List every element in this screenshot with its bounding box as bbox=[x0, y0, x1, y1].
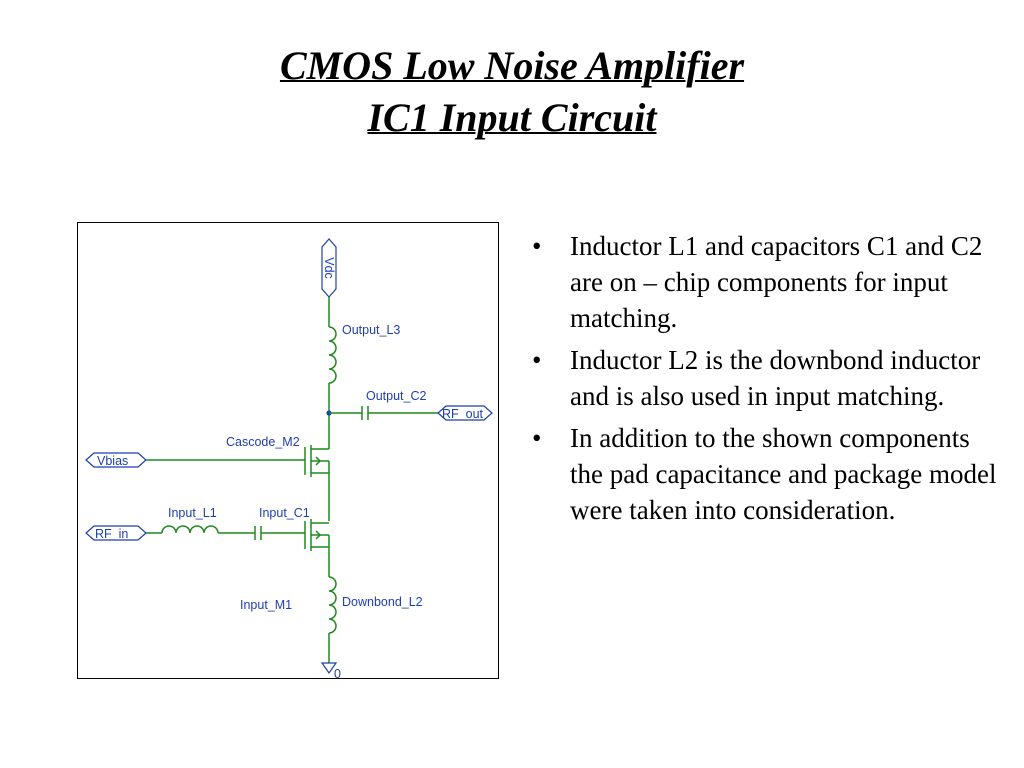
schematic-svg: Vdc Output_L3 Output_C2 RF_out bbox=[85, 238, 493, 680]
vbias-port-label: Vbias bbox=[97, 454, 128, 468]
bullet-mark: • bbox=[532, 345, 542, 375]
vdc-port: Vdc bbox=[321, 238, 337, 298]
bullet-item: • Inductor L1 and capacitors C1 and C2 a… bbox=[528, 228, 998, 336]
rf-out-port-label: RF_out bbox=[442, 407, 484, 421]
cascode-m2-label: Cascode_M2 bbox=[226, 435, 300, 449]
output-l3-inductor bbox=[328, 326, 337, 384]
rf-in-port-label: RF_in bbox=[95, 527, 128, 541]
downbond-l2-label: Downbond_L2 bbox=[342, 595, 423, 609]
bullet-text: In addition to the shown components the … bbox=[570, 423, 997, 525]
input-m1-transistor bbox=[304, 519, 330, 551]
output-node-dot bbox=[326, 410, 332, 416]
slide-title: CMOS Low Noise Amplifier IC1 Input Circu… bbox=[0, 40, 1024, 144]
bullet-text: Inductor L1 and capacitors C1 and C2 are… bbox=[570, 231, 983, 333]
ground-icon: 0 bbox=[320, 662, 341, 680]
bullet-mark: • bbox=[532, 423, 542, 453]
input-m1-label: Input_M1 bbox=[240, 598, 292, 612]
bullet-list: • Inductor L1 and capacitors C1 and C2 a… bbox=[528, 228, 998, 534]
vdc-port-label: Vdc bbox=[322, 257, 336, 279]
vbias-port: Vbias bbox=[85, 452, 147, 468]
title-line-1: CMOS Low Noise Amplifier bbox=[279, 43, 745, 88]
input-l1-label: Input_L1 bbox=[168, 506, 217, 520]
bullet-text: Inductor L2 is the downbond inductor and… bbox=[570, 345, 981, 411]
rf-in-port: RF_in bbox=[85, 525, 147, 541]
schematic-diagram: Vdc Output_L3 Output_C2 RF_out bbox=[77, 222, 499, 680]
ground-label: 0 bbox=[334, 667, 341, 680]
bullet-item: • Inductor L2 is the downbond inductor a… bbox=[528, 342, 998, 414]
input-c1-label: Input_C1 bbox=[259, 506, 310, 520]
rf-out-port: RF_out bbox=[437, 405, 493, 421]
cascode-m2-transistor bbox=[304, 438, 330, 477]
downbond-l2-inductor bbox=[328, 576, 337, 634]
output-l3-label: Output_L3 bbox=[342, 323, 400, 337]
bullet-mark: • bbox=[532, 231, 542, 261]
title-line-2: IC1 Input Circuit bbox=[367, 95, 657, 140]
bullet-item: • In addition to the shown components th… bbox=[528, 420, 998, 528]
input-l1-inductor bbox=[161, 525, 219, 534]
output-c2-label: Output_C2 bbox=[366, 389, 427, 403]
